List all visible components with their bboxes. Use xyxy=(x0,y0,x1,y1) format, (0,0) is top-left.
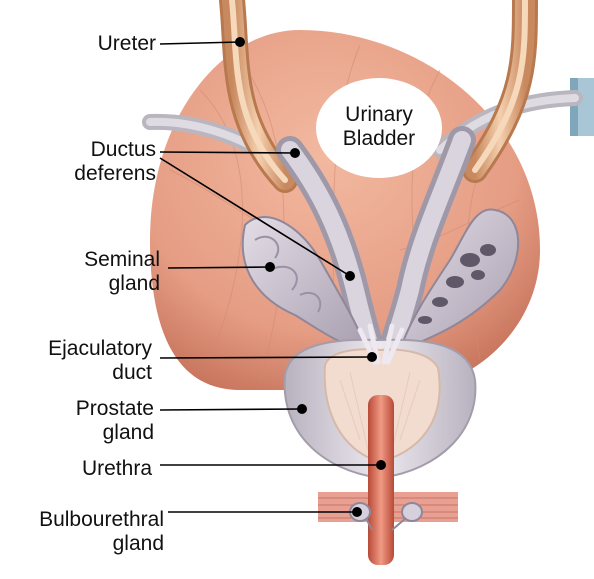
label-ureter: Ureter xyxy=(40,32,156,56)
label-urethra: Urethra xyxy=(40,457,152,481)
label-ejaculatory-duct-line1: Ejaculatory xyxy=(10,337,152,361)
label-prostate-gland: Prostate gland xyxy=(30,397,154,445)
urogenital-diaphragm xyxy=(318,488,458,528)
label-seminal-gland-line1: Seminal xyxy=(40,248,160,272)
label-ductus-deferens: Ductus deferens xyxy=(30,138,156,186)
label-prostate-gland-line1: Prostate xyxy=(30,397,154,421)
label-bulbourethral-gland-line1: Bulbourethral xyxy=(4,508,164,532)
label-seminal-gland-line2: gland xyxy=(40,272,160,296)
label-ejaculatory-duct: Ejaculatory duct xyxy=(10,337,152,385)
vessel-fragment xyxy=(570,78,594,136)
label-bulbourethral-gland: Bulbourethral gland xyxy=(4,508,164,556)
label-ductus-deferens-line2: deferens xyxy=(30,162,156,186)
label-bulbourethral-gland-line2: gland xyxy=(4,532,164,556)
urethra xyxy=(368,395,394,565)
label-prostate-gland-line2: gland xyxy=(30,421,154,445)
label-urinary-bladder-line2: Bladder xyxy=(316,127,442,151)
label-urinary-bladder: Urinary Bladder xyxy=(316,103,442,151)
label-seminal-gland: Seminal gland xyxy=(40,248,160,296)
label-ductus-deferens-line1: Ductus xyxy=(30,138,156,162)
label-urinary-bladder-line1: Urinary xyxy=(316,103,442,127)
label-ejaculatory-duct-line2: duct xyxy=(10,361,152,385)
